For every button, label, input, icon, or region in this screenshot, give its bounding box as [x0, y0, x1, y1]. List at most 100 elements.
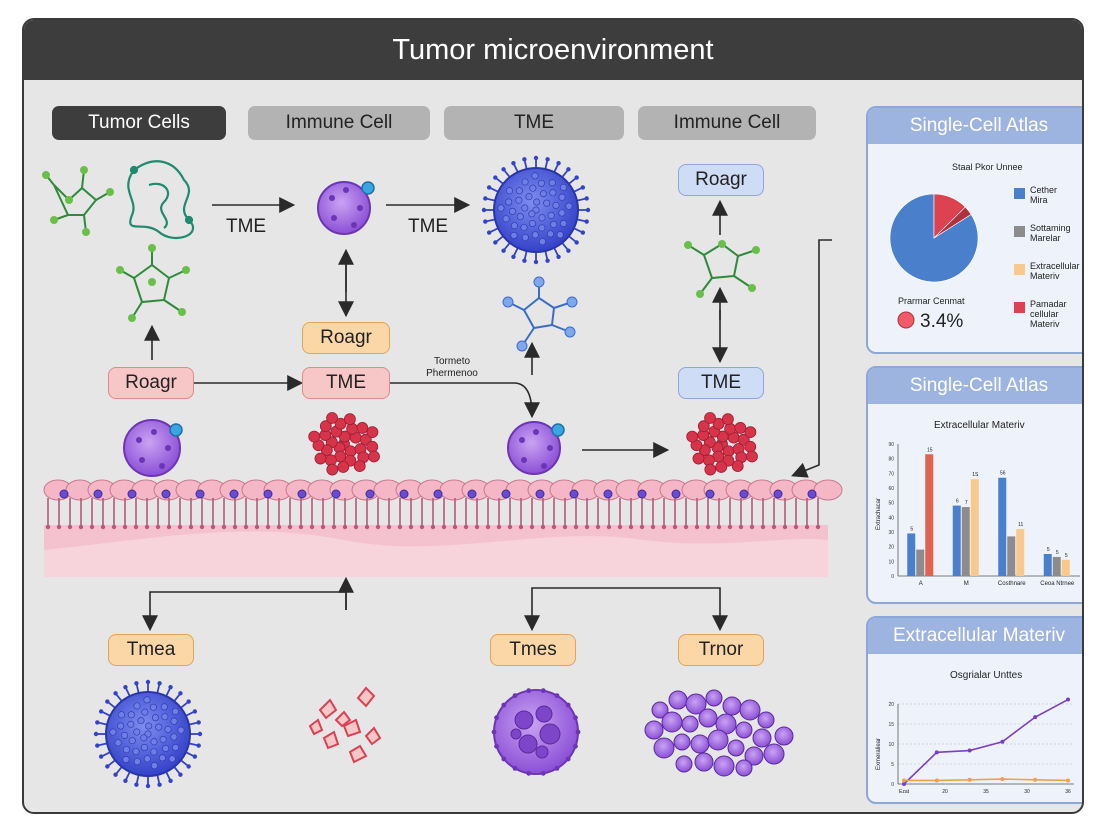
line-chart: Osgrialar Unttes Exmeraliear 05101520Eza… [876, 670, 1074, 795]
bar-0-1 [916, 549, 925, 576]
pie-slice-label: Staal Pkor Unnee [952, 162, 1023, 172]
line-ytick-1: 5 [891, 762, 894, 768]
line-ytick-0: 0 [891, 782, 894, 788]
line-ytick-3: 15 [888, 722, 894, 728]
protein-chain-icon [127, 160, 195, 240]
line-ytick-4: 20 [888, 702, 894, 708]
red-fragments-icon [308, 686, 382, 764]
line-point-1-0 [902, 778, 906, 783]
blue-molecule-icon [502, 276, 578, 352]
pie-bottom-marker [897, 311, 915, 329]
pie-bottom-label: Prarmar Cenmat [898, 296, 965, 306]
red-cell-cluster-icon [308, 412, 380, 476]
bar-0-2 [925, 454, 934, 576]
bar-2-0 [998, 477, 1007, 576]
bar-ytick-8: 80 [888, 457, 894, 463]
bar-1-0 [952, 505, 961, 576]
header-pill-immune-cell-2: Immune Cell [638, 106, 816, 140]
green-molecule-icon-2 [116, 244, 190, 322]
arrow-label-tme-1: TME [226, 216, 267, 237]
pie-legend-swatch-3 [1014, 302, 1025, 313]
pie-chart: Staal Pkor Unnee Prarmar Cenmat 3.4% Cet… [889, 162, 1080, 332]
bar-category-3: Ceoa Ntrnee [1040, 581, 1075, 587]
diagram-frame: Tumor microenvironment [22, 18, 1084, 814]
line-xtick-8: 36 [1065, 789, 1071, 795]
bar-ytick-6: 60 [888, 486, 894, 492]
bar-label-0-0: 5 [910, 526, 913, 532]
bar-ytick-4: 40 [888, 515, 894, 521]
line-panel-title: Extracellular Materiv [868, 618, 1082, 654]
bar-label-2-3: 11 [1018, 522, 1023, 528]
purple-spheres-cluster-icon [644, 689, 794, 777]
arrow-label-tme-2: TME [408, 216, 449, 237]
line-ylabel: Exmeraliear [876, 738, 882, 770]
bar-3-1 [1052, 556, 1061, 576]
bar-ytick-1: 10 [888, 559, 894, 565]
arrow-label-phenomena: Tormeto Phermenoo [426, 356, 478, 379]
pie-panel-title: Single-Cell Atlas [868, 108, 1082, 144]
page-title: Tumor microenvironment [24, 20, 1082, 80]
bar-ytick-0: 0 [891, 574, 894, 580]
bar-label-1-0: 6 [956, 499, 959, 505]
red-cell-cluster-icon-2 [686, 412, 758, 476]
green-molecule-icon [42, 166, 114, 236]
bar-label-3-0: 5 [1047, 547, 1050, 553]
line-point-1-1 [934, 778, 939, 783]
line-point-0-2 [967, 748, 972, 753]
line-panel: Extracellular Materiv Osgrialar Unttes E… [866, 616, 1082, 804]
roagr-box-right: Roagr [678, 164, 764, 196]
purple-cell-left-icon [123, 419, 183, 477]
blue-tumor-virus-icon [481, 155, 591, 265]
line-xtick-2: 20 [942, 789, 948, 795]
bar-label-1-1: 7 [965, 500, 968, 506]
bar-0-0 [907, 533, 916, 576]
bar-3-3 [1061, 559, 1070, 576]
bar-1-3 [970, 479, 979, 576]
bar-2-1 [1007, 536, 1016, 576]
line-series-0 [903, 698, 1069, 785]
line-point-1-5 [1066, 778, 1070, 783]
pie-legend-swatch-2 [1014, 264, 1025, 275]
header-pill-immune-cell: Immune Cell [248, 106, 430, 140]
purple-large-cell-icon [491, 688, 581, 776]
tmes-box: Tmes [490, 634, 576, 666]
pie-legend-swatch-1 [1014, 226, 1025, 237]
bar-category-2: Costhnare [998, 581, 1026, 587]
bar-chart: Extracellular Materiv Extrachacar 010203… [876, 420, 1080, 587]
tme-box-right: TME [678, 367, 764, 399]
trnor-box: Trnor [678, 634, 764, 666]
line-point-0-4 [1033, 715, 1038, 720]
bar-panel-title: Single-Cell Atlas [868, 368, 1082, 404]
bar-label-2-0: 56 [1000, 471, 1006, 477]
roagr-box-middle: Roagr [302, 322, 390, 354]
header-pill-tme: TME [444, 106, 624, 140]
pie-panel: Single-Cell Atlas Staal Pkor Unnee Prarm… [866, 106, 1082, 354]
bar-ytick-3: 30 [888, 530, 894, 536]
purple-immune-cell-icon [317, 181, 375, 235]
line-point-1-4 [1033, 777, 1038, 782]
roagr-box-left: Roagr [108, 367, 194, 399]
bar-label-3-3: 5 [1065, 553, 1068, 559]
cell-membrane [43, 479, 843, 577]
bar-label-3-1: 5 [1056, 550, 1059, 556]
bar-ytick-5: 50 [888, 501, 894, 507]
header-pill-tumor-cells: Tumor Cells [52, 106, 226, 140]
flow-arrows [142, 197, 832, 632]
line-point-0-3 [1000, 739, 1005, 744]
tme-box-middle: TME [302, 367, 390, 399]
blue-virus-bottom-icon [93, 679, 203, 789]
line-xtick-4: 35 [983, 789, 989, 795]
tmea-box: Tmea [108, 634, 194, 666]
line-point-0-0 [902, 782, 906, 786]
bar-category-0: A [919, 581, 923, 587]
purple-cell-middle-icon [507, 421, 565, 475]
line-ytick-2: 10 [888, 742, 894, 748]
line-point-1-2 [967, 777, 972, 782]
line-point-1-3 [1000, 777, 1005, 782]
bar-label-0-2: 15 [927, 447, 933, 453]
line-xtick-0: Ezat [899, 789, 910, 795]
